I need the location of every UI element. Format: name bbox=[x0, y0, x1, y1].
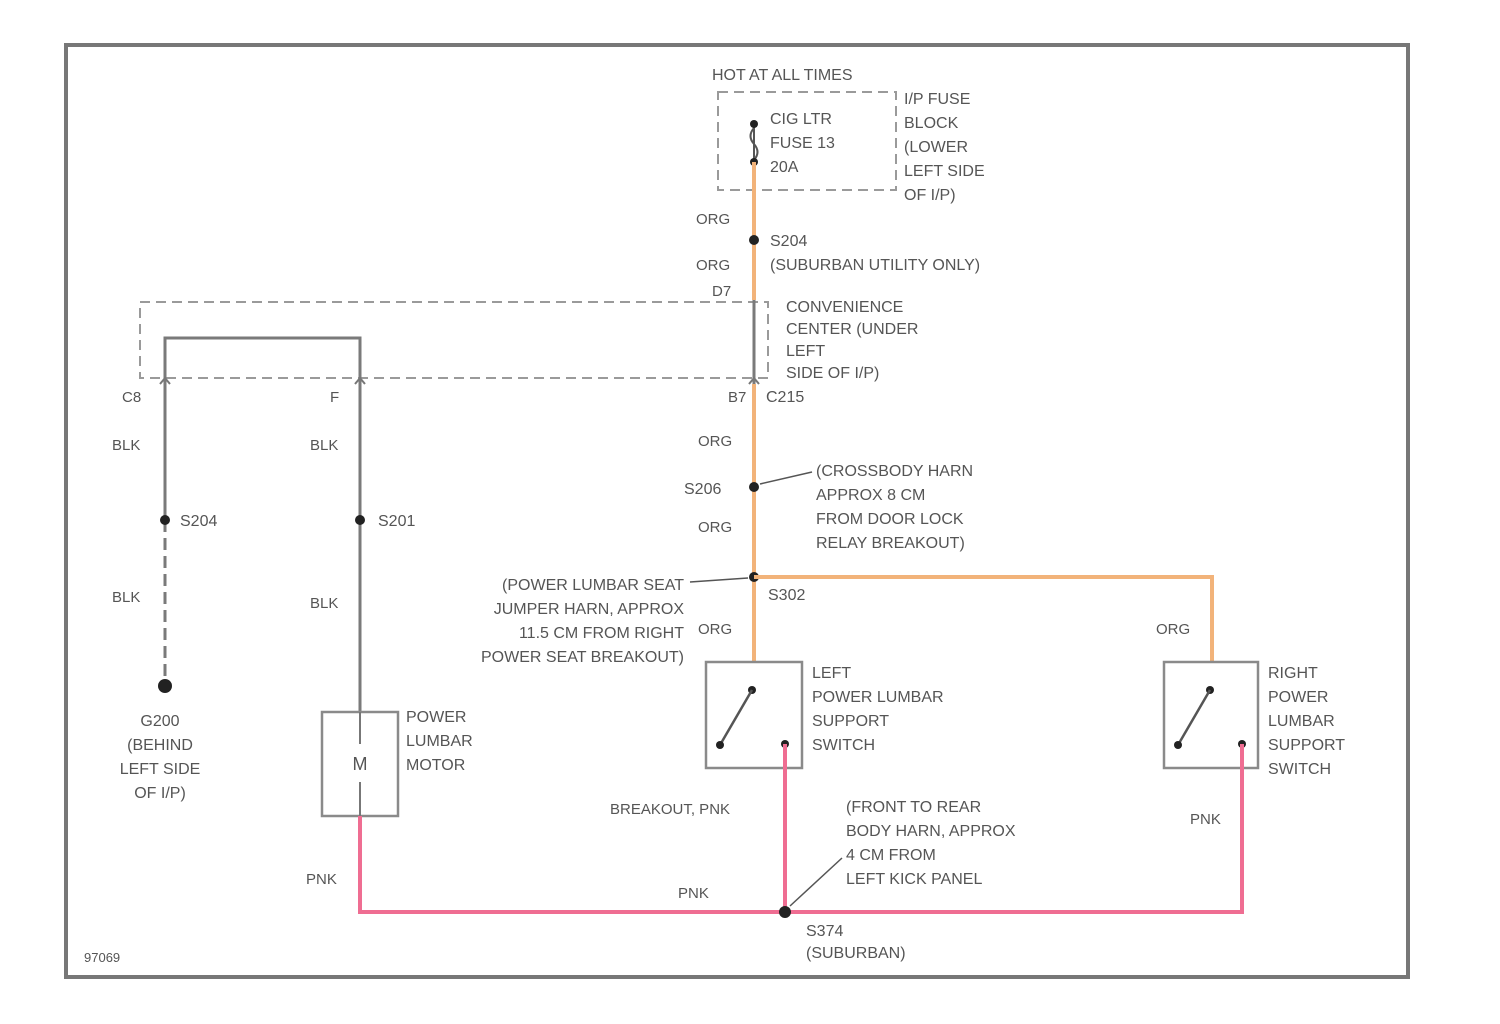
convenience-center-line-1: CONVENIENCE bbox=[786, 299, 903, 316]
pnk-label-right: PNK bbox=[1190, 811, 1221, 828]
blk-label-ground-2: BLK bbox=[112, 589, 140, 606]
splice-s206-label: S206 bbox=[684, 481, 721, 498]
connector-c215-label: C215 bbox=[766, 389, 804, 406]
fuse-block-line-3: (LOWER bbox=[904, 139, 968, 156]
splice-s374 bbox=[779, 906, 791, 918]
s302-leader-line bbox=[690, 578, 748, 582]
splice-s204-top bbox=[749, 235, 759, 245]
right-switch-line-4: SUPPORT bbox=[1268, 737, 1345, 754]
convenience-center-line-4: SIDE OF I/P) bbox=[786, 365, 879, 382]
convenience-center-line-3: LEFT bbox=[786, 343, 825, 360]
right-switch-line-2: POWER bbox=[1268, 689, 1328, 706]
right-switch-pivot bbox=[1174, 741, 1182, 749]
ground-line-4: OF I/P) bbox=[134, 785, 186, 802]
s206-leader-line bbox=[760, 472, 812, 484]
s302-note-line-4: POWER SEAT BREAKOUT) bbox=[481, 649, 684, 666]
left-switch-line-1: LEFT bbox=[812, 665, 851, 682]
s374-note-line-4: LEFT KICK PANEL bbox=[846, 871, 982, 888]
fuse-line-1: CIG LTR bbox=[770, 111, 832, 128]
suburban-utility-note: (SUBURBAN UTILITY ONLY) bbox=[770, 257, 980, 274]
splice-s204-ground bbox=[160, 515, 170, 525]
s302-note-line-2: JUMPER HARN, APPROX bbox=[494, 601, 685, 618]
fuse-line-3: 20A bbox=[770, 159, 799, 176]
right-switch-line-3: LUMBAR bbox=[1268, 713, 1335, 730]
right-switch-line-5: SWITCH bbox=[1268, 761, 1331, 778]
connector-pin-c8: C8 bbox=[122, 389, 141, 406]
splice-s204-ground-label: S204 bbox=[180, 513, 217, 530]
org-label-5: ORG bbox=[698, 621, 732, 638]
splice-s201-label: S201 bbox=[378, 513, 415, 530]
ground-line-3: LEFT SIDE bbox=[120, 761, 201, 778]
splice-s201 bbox=[355, 515, 365, 525]
convenience-center-line-2: CENTER (UNDER bbox=[786, 321, 918, 338]
figure-code: 97069 bbox=[84, 950, 120, 965]
splice-s302-label: S302 bbox=[768, 587, 805, 604]
fuse-terminal-top bbox=[750, 120, 758, 128]
s374-note-line-2: BODY HARN, APPROX bbox=[846, 823, 1016, 840]
blk-label-motor-1: BLK bbox=[310, 437, 338, 454]
blk-label-ground-1: BLK bbox=[112, 437, 140, 454]
s206-note-line-1: (CROSSBODY HARN bbox=[816, 463, 973, 480]
fuse-line-2: FUSE 13 bbox=[770, 135, 835, 152]
pnk-label-center: PNK bbox=[678, 885, 709, 902]
fuse-block-line-1: I/P FUSE bbox=[904, 91, 970, 108]
diagram-frame bbox=[66, 45, 1408, 977]
pnk-wire-motor bbox=[360, 816, 785, 912]
right-switch-line-1: RIGHT bbox=[1268, 665, 1318, 682]
motor-symbol-icon: M bbox=[353, 754, 368, 774]
splice-s374-note: (SUBURBAN) bbox=[806, 945, 906, 962]
left-switch-pivot bbox=[716, 741, 724, 749]
connector-pin-b7: B7 bbox=[728, 389, 746, 406]
convenience-center-outline bbox=[140, 302, 768, 378]
fuse-block-line-5: OF I/P) bbox=[904, 187, 956, 204]
left-switch-line-4: SWITCH bbox=[812, 737, 875, 754]
connector-pin-f: F bbox=[330, 389, 339, 406]
fuse-block-line-4: LEFT SIDE bbox=[904, 163, 985, 180]
s206-note-line-4: RELAY BREAKOUT) bbox=[816, 535, 965, 552]
breakout-pnk-label: BREAKOUT, PNK bbox=[610, 801, 730, 818]
s374-note-line-1: (FRONT TO REAR bbox=[846, 799, 981, 816]
ground-line-1: G200 bbox=[140, 713, 179, 730]
ground-line-2: (BEHIND bbox=[127, 737, 193, 754]
s302-note-line-1: (POWER LUMBAR SEAT bbox=[502, 577, 684, 594]
org-label-4: ORG bbox=[698, 519, 732, 536]
org-label-2: ORG bbox=[696, 257, 730, 274]
blk-label-motor-2: BLK bbox=[310, 595, 338, 612]
left-switch-line-3: SUPPORT bbox=[812, 713, 889, 730]
motor-line-2: LUMBAR bbox=[406, 733, 473, 750]
motor-line-1: POWER bbox=[406, 709, 466, 726]
ground-g200-icon bbox=[158, 679, 172, 693]
pin-d7-label: D7 bbox=[712, 283, 731, 300]
org-label-1: ORG bbox=[696, 211, 730, 228]
s206-note-line-2: APPROX 8 CM bbox=[816, 487, 925, 504]
splice-s204-top-label: S204 bbox=[770, 233, 807, 250]
fuse-block-line-2: BLOCK bbox=[904, 115, 959, 132]
hot-at-all-times-label: HOT AT ALL TIMES bbox=[712, 67, 853, 84]
splice-s206 bbox=[749, 482, 759, 492]
pnk-label-motor: PNK bbox=[306, 871, 337, 888]
motor-line-3: MOTOR bbox=[406, 757, 465, 774]
s206-note-line-3: FROM DOOR LOCK bbox=[816, 511, 964, 528]
s374-leader-line bbox=[790, 858, 842, 906]
org-label-right: ORG bbox=[1156, 621, 1190, 638]
left-switch-line-2: POWER LUMBAR bbox=[812, 689, 944, 706]
s302-note-line-3: 11.5 CM FROM RIGHT bbox=[519, 625, 684, 642]
splice-s374-label: S374 bbox=[806, 923, 843, 940]
org-label-3: ORG bbox=[698, 433, 732, 450]
s374-note-line-3: 4 CM FROM bbox=[846, 847, 936, 864]
left-lumbar-switch-box bbox=[706, 662, 802, 768]
